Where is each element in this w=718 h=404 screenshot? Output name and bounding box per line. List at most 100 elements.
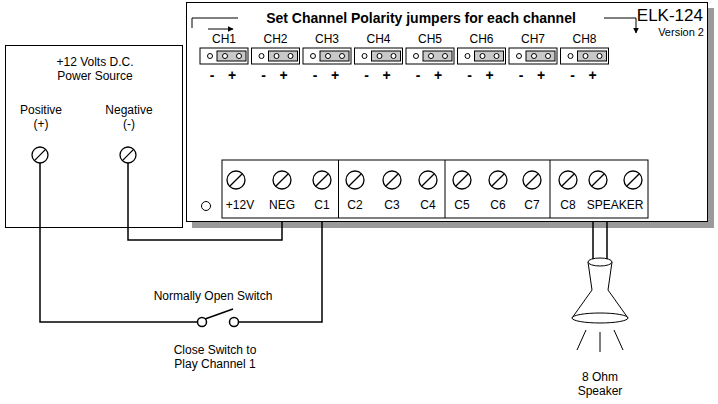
polarity-mark: -	[364, 67, 369, 83]
screw-head	[559, 171, 577, 189]
jumper-pin	[391, 54, 396, 59]
screw-head	[383, 171, 401, 189]
jumper-pin	[443, 54, 448, 59]
screw-terminal	[589, 171, 607, 189]
jumper-pin	[223, 54, 228, 59]
polarity-jumper	[355, 48, 403, 64]
polarity-mark: -	[519, 67, 524, 83]
screw-terminal	[346, 171, 364, 189]
jumper-pin	[259, 54, 264, 59]
polarity-jumper	[303, 48, 351, 64]
screw-slot	[122, 149, 133, 160]
polarity-mark: +	[279, 67, 287, 83]
terminal-label: +12V	[226, 199, 254, 213]
screw-head	[120, 147, 136, 163]
switch-contact	[230, 318, 239, 327]
screw-terminal	[559, 171, 577, 189]
screw-terminal	[489, 171, 507, 189]
jumper-pin	[465, 54, 470, 59]
channel-label: CH8	[572, 33, 596, 47]
jumper-pin	[597, 54, 602, 59]
power-source-box: +12 Volts D.C. Power SourcePositive (+)N…	[5, 45, 183, 228]
wire	[40, 222, 322, 322]
speaker-cap	[588, 258, 612, 266]
screw-slot	[422, 174, 435, 187]
jumper-header	[355, 48, 403, 64]
terminal-label: SPEAKER	[587, 199, 644, 213]
screw-terminal	[453, 171, 471, 189]
screw-head	[32, 147, 48, 163]
jumper-header	[458, 48, 506, 64]
terminal-label: C4	[420, 199, 435, 213]
mounting-hole	[202, 202, 211, 211]
channel-label: CH1	[212, 33, 236, 47]
terminal-label: C3	[384, 199, 399, 213]
speaker-mouth	[572, 313, 628, 323]
jumper-pin	[568, 54, 573, 59]
screw-slot	[562, 174, 575, 187]
jumper-pin	[362, 54, 367, 59]
screw-head	[419, 171, 437, 189]
screw-terminal	[313, 171, 331, 189]
terminal-label: C6	[490, 199, 505, 213]
screw-head	[489, 171, 507, 189]
polarity-mark: -	[210, 67, 215, 83]
jumper-pin	[311, 54, 316, 59]
polarity-mark: +	[588, 67, 596, 83]
polarity-mark: -	[570, 67, 575, 83]
screw-slot	[349, 174, 362, 187]
jumper-shunt	[578, 51, 607, 61]
terminal-label: C8	[560, 199, 575, 213]
wire	[128, 222, 282, 240]
bracket-line	[192, 18, 238, 28]
sound-line	[614, 330, 623, 350]
bracket-arrow	[604, 18, 636, 33]
polarity-jumper	[200, 48, 248, 64]
channel-label: CH5	[418, 33, 442, 47]
jumper-shunt	[526, 51, 555, 61]
polarity-mark: +	[485, 67, 493, 83]
screw-head	[624, 171, 642, 189]
screw-terminal	[120, 147, 136, 163]
jumper-header	[200, 48, 248, 64]
jumper-pin	[288, 54, 293, 59]
polarity-mark: +	[331, 67, 339, 83]
jumper-header	[252, 48, 300, 64]
polarity-mark: +	[228, 67, 236, 83]
jumper-header	[303, 48, 351, 64]
source-title: +12 Volts D.C. Power Source	[45, 56, 145, 84]
speaker-wire	[592, 222, 594, 260]
speaker-label: 8 Ohm Speaker	[573, 371, 627, 399]
terminal-label: C2	[347, 199, 362, 213]
switch-gap	[198, 316, 239, 328]
channel-label: CH4	[366, 33, 390, 47]
screw-head	[453, 171, 471, 189]
jumper-pin	[377, 54, 382, 59]
screw-slot	[230, 174, 243, 187]
jumper-shunt	[475, 51, 504, 61]
jumper-pin	[583, 54, 588, 59]
jumper-pin	[480, 54, 485, 59]
jumper-shunt	[423, 51, 452, 61]
polarity-mark: +	[537, 67, 545, 83]
terminal-label: NEG	[269, 199, 295, 213]
polarity-mark: -	[416, 67, 421, 83]
bracket-arrow	[208, 29, 233, 30]
channel-label: CH3	[315, 33, 339, 47]
screw-slot	[526, 174, 539, 187]
jumper-shunt	[372, 51, 401, 61]
screw-terminal	[523, 171, 541, 189]
terminal-label: Negative (-)	[100, 104, 158, 132]
polarity-jumper	[458, 48, 506, 64]
screw-head	[313, 171, 331, 189]
jumper-header	[509, 48, 557, 64]
screw-slot	[316, 174, 329, 187]
sound-line	[577, 330, 586, 350]
jumper-pin	[532, 54, 537, 59]
screw-terminal	[32, 147, 48, 163]
screw-terminal	[273, 171, 291, 189]
polarity-jumper	[406, 48, 454, 64]
screw-terminal	[227, 171, 245, 189]
screw-head	[523, 171, 541, 189]
terminal-label: C7	[524, 199, 539, 213]
